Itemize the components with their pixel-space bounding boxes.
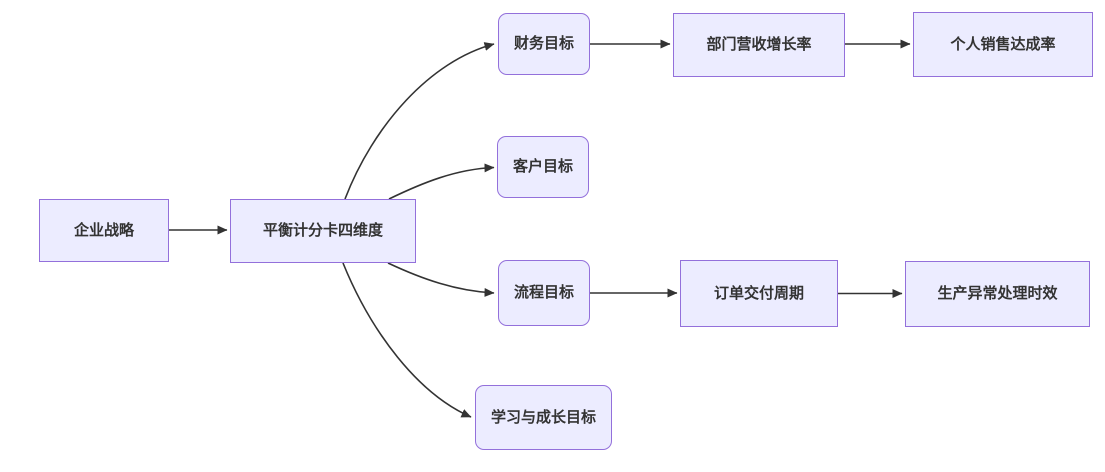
node-customer-goal: 客户目标 — [497, 136, 589, 198]
edge-bsc-to-financial — [344, 42, 495, 200]
edge-bsc-to-customer — [388, 163, 495, 200]
node-bsc-four-dimensions: 平衡计分卡四维度 — [230, 199, 416, 263]
edge-bsc-to-learning — [342, 262, 472, 418]
node-order-delivery-cycle: 订单交付周期 — [680, 260, 838, 327]
node-dept-revenue-growth-rate: 部门营收增长率 — [673, 13, 845, 77]
node-enterprise-strategy: 企业战略 — [39, 199, 169, 262]
node-production-exception-handling-time: 生产异常处理时效 — [905, 261, 1090, 327]
node-financial-goal: 财务目标 — [498, 13, 590, 75]
node-personal-sales-achievement-rate: 个人销售达成率 — [913, 12, 1093, 77]
node-process-goal: 流程目标 — [498, 260, 590, 326]
node-learning-growth-goal: 学习与成长目标 — [475, 385, 612, 450]
edge-bsc-to-process — [387, 262, 495, 297]
